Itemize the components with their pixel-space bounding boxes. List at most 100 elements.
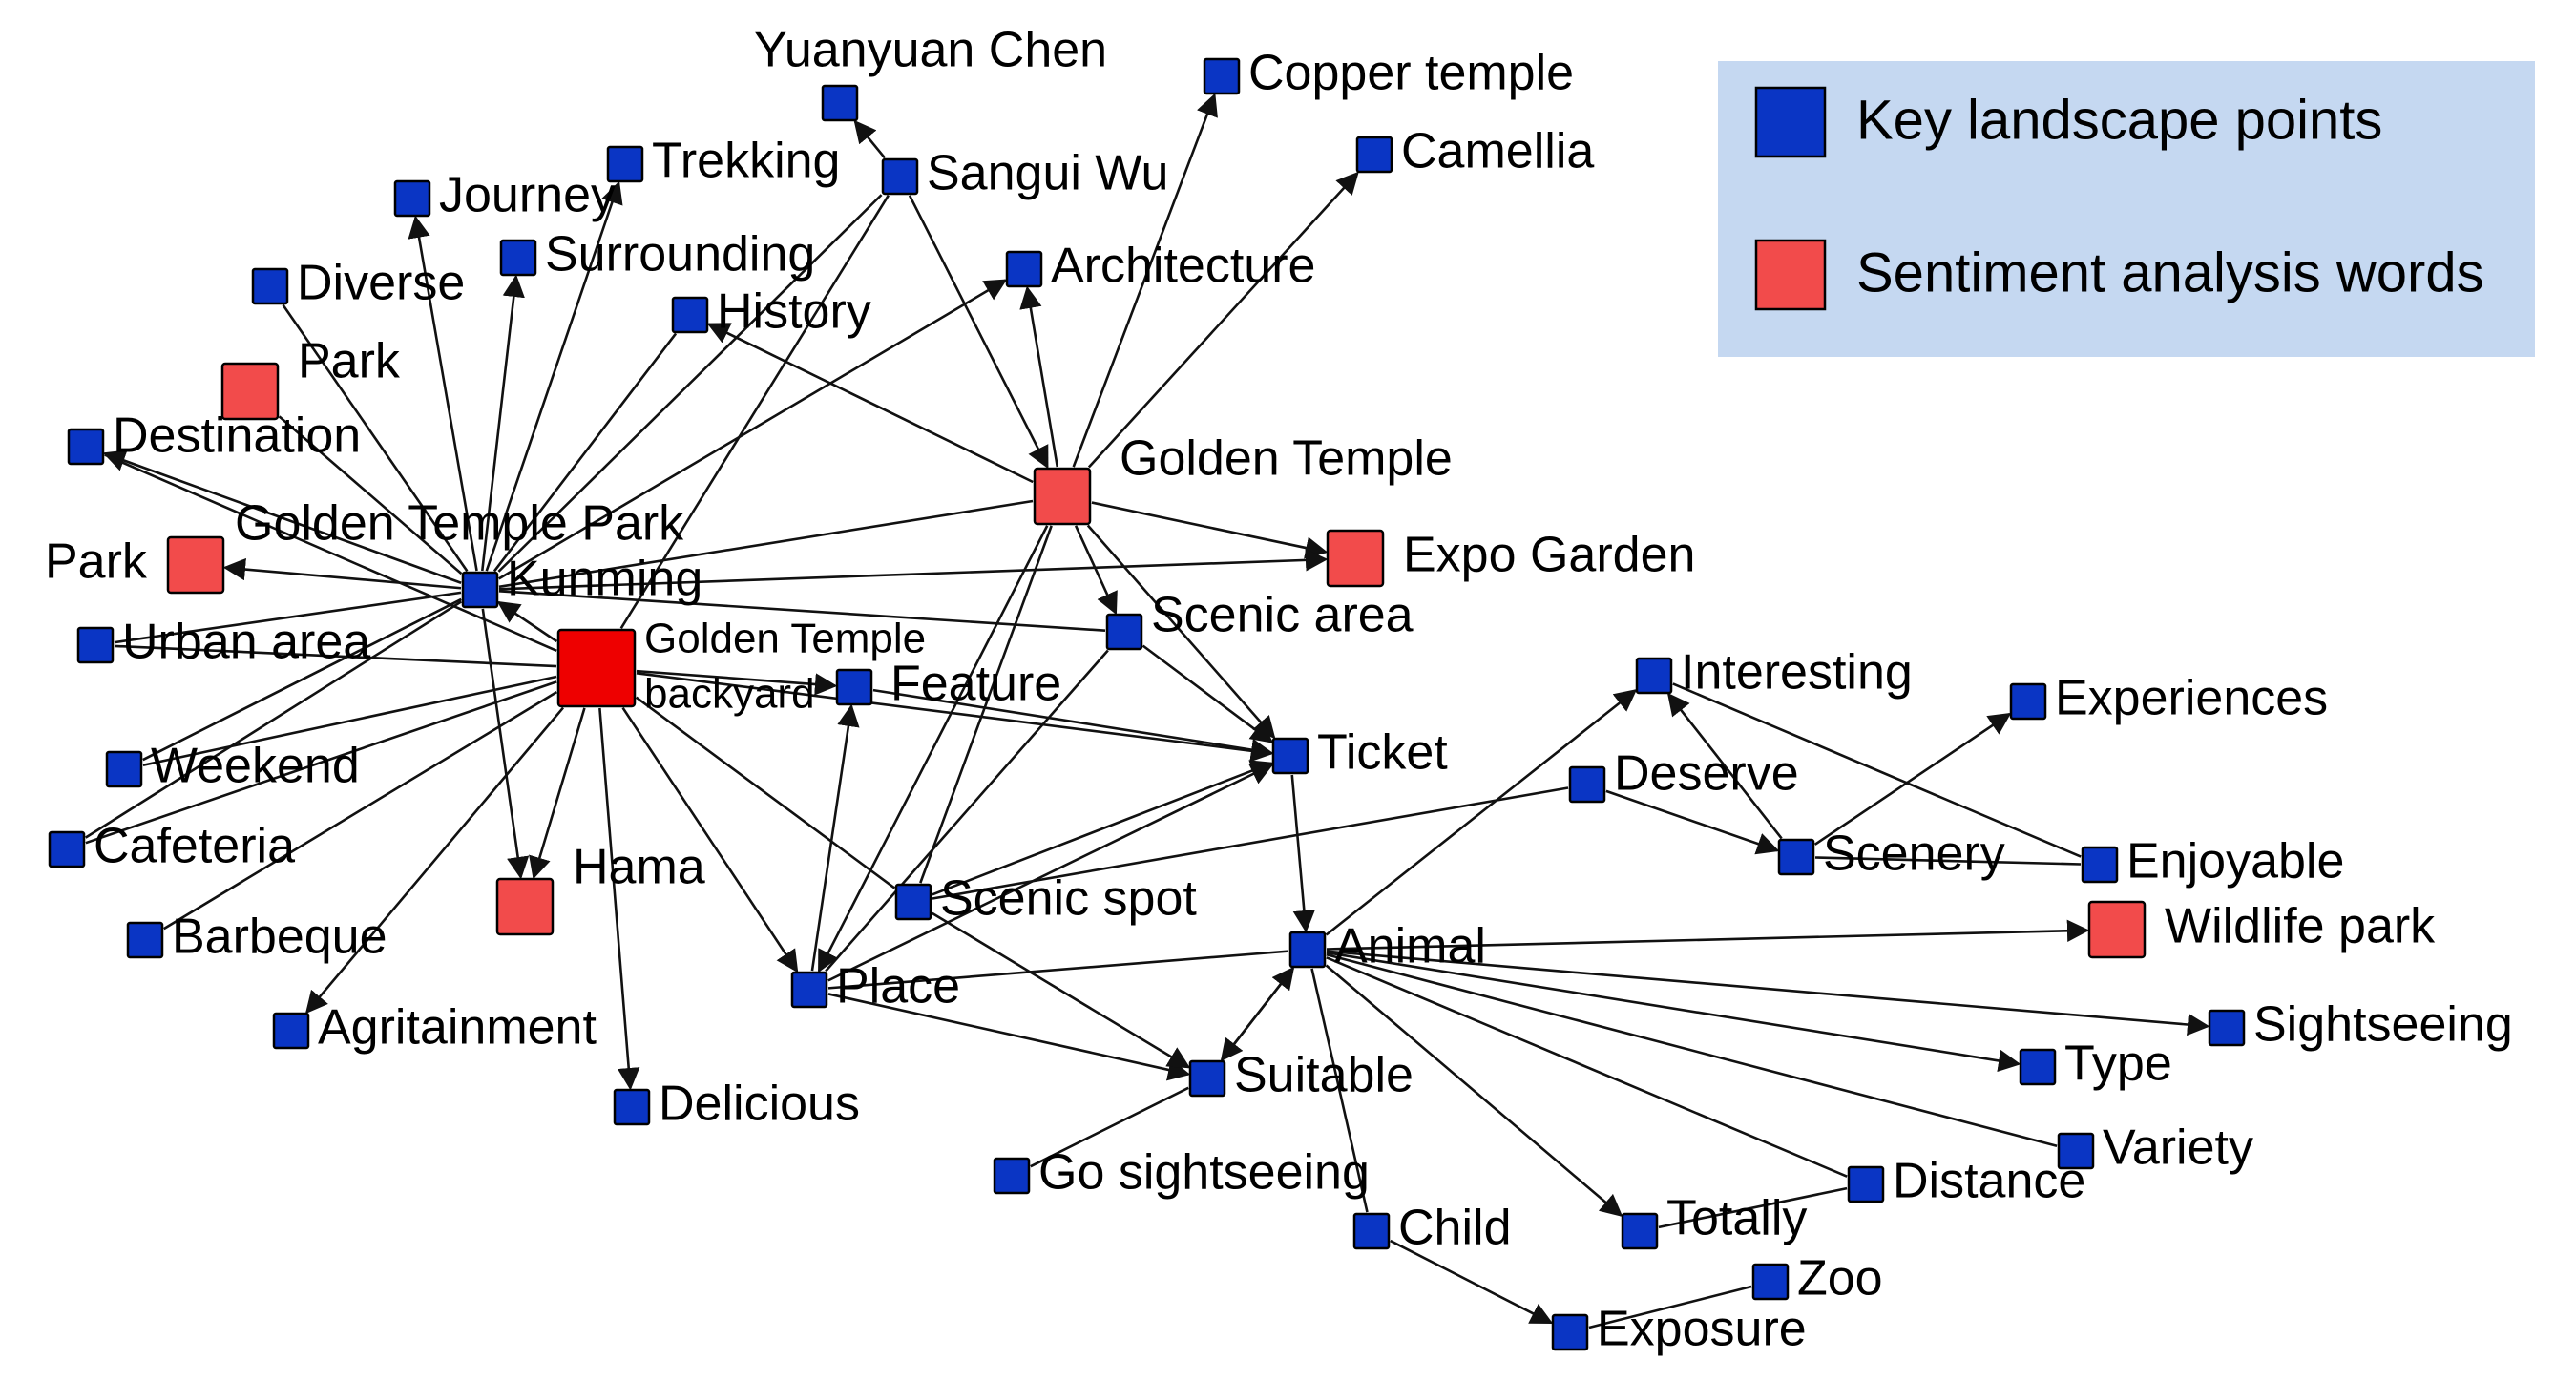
edge-kunming-to-destination	[102, 450, 462, 585]
edge-scenic_spot-to-ticket	[932, 760, 1274, 896]
node-marker-zoo	[1751, 1263, 1790, 1301]
edge-place-to-suitable	[827, 993, 1191, 1081]
node-marker-wildlife	[2087, 900, 2147, 959]
node-marker-sightseeing	[2208, 1009, 2246, 1047]
node-label-urban: Urban area	[122, 615, 370, 670]
edge-place-to-feature	[810, 703, 860, 972]
node-label-cafeteria: Cafeteria	[94, 819, 295, 874]
legend-key-label: Key landscape points	[1856, 89, 2382, 151]
edge-animal-to-variety	[1326, 952, 2058, 1148]
edge-scenic_spot-to-deserve	[932, 786, 1569, 900]
node-label-scenic-spot: Scenic spot	[940, 871, 1197, 927]
node-label-journey: Journey	[439, 168, 616, 223]
edge-sangui-to-golden_temple	[908, 195, 1049, 470]
node-zoo: Zoo	[1751, 1251, 1883, 1307]
edge-distance-to-totally	[1658, 1186, 1848, 1229]
edge-place-to-scenic_area	[825, 649, 1109, 973]
legend-key-swatch	[1754, 86, 1827, 158]
node-label-go-sightseeing: Go sightseeing	[1038, 1145, 1370, 1201]
node-label-sightseeing: Sightseeing	[2253, 997, 2513, 1053]
node-sightseeing: Sightseeing	[2208, 997, 2513, 1053]
edge-deserve-to-scenery	[1605, 789, 1780, 855]
node-wildlife: Wildlife park	[2087, 899, 2436, 959]
node-child: Child	[1352, 1201, 1512, 1256]
edge-animal-to-distance	[1326, 956, 1848, 1178]
node-feature: Feature	[835, 657, 1061, 712]
node-architecture: Architecture	[1005, 239, 1315, 294]
edge-backyard-to-cafeteria	[85, 680, 557, 845]
node-marker-park2	[166, 535, 225, 595]
edge-animal-to-sightseeing	[1326, 950, 2210, 1036]
node-label-deserve: Deserve	[1614, 746, 1799, 802]
node-marker-exposure	[1551, 1313, 1589, 1351]
edge-golden_temple-to-architecture	[1019, 285, 1059, 468]
node-sangui: Sangui Wu	[881, 146, 1168, 201]
node-marker-enjoyable	[2081, 846, 2119, 884]
node-scenic-spot: Scenic spot	[894, 871, 1197, 927]
edge-golden_temple-to-camellia	[1087, 171, 1359, 469]
edge-backyard-to-scenic_spot	[635, 696, 896, 889]
node-label-camellia: Camellia	[1401, 124, 1594, 179]
edge-sangui-to-backyard	[619, 195, 890, 629]
edge-kunming-to-journey	[408, 215, 478, 572]
node-experiences: Experiences	[2009, 671, 2328, 726]
node-totally: Totally	[1621, 1191, 1807, 1250]
edge-kunming-to-surrounding	[481, 274, 525, 572]
node-marker-copper	[1203, 57, 1241, 95]
node-park2: Park	[45, 534, 225, 595]
node-marker-totally	[1621, 1212, 1659, 1250]
node-label-experiences: Experiences	[2055, 671, 2328, 726]
legend-sentiment-swatch	[1754, 239, 1827, 311]
node-marker-agritainment	[272, 1012, 310, 1050]
edge-ticket-to-animal	[1290, 774, 1316, 933]
node-variety: Variety	[2057, 1120, 2253, 1176]
node-label-type: Type	[2064, 1036, 2172, 1092]
edge-kunming-to-cafeteria	[85, 600, 462, 839]
node-label-ticket: Ticket	[1317, 725, 1448, 781]
edge-animal-to-interesting	[1325, 689, 1638, 936]
node-marker-urban	[76, 626, 115, 664]
node-place: Place	[790, 959, 960, 1015]
edge-backyard-to-kunming	[496, 600, 558, 643]
node-marker-place	[790, 971, 828, 1009]
node-label-hama: Hama	[573, 840, 705, 895]
edge-place-to-animal	[827, 950, 1289, 990]
node-label-history: History	[717, 284, 871, 340]
node-journey: Journey	[393, 168, 616, 223]
node-gtp: Golden Temple Park	[235, 496, 684, 552]
edge-animal-to-totally	[1325, 964, 1623, 1217]
node-interesting: Interesting	[1635, 645, 1913, 701]
edge-backyard-to-delicious	[598, 707, 640, 1091]
edge-kunming-to-trekking	[485, 180, 623, 572]
node-marker-distance	[1847, 1165, 1885, 1203]
node-label-child: Child	[1398, 1201, 1512, 1256]
edge-scenery-to-enjoyable	[1814, 856, 2082, 866]
node-label-surrounding: Surrounding	[545, 227, 815, 282]
node-scenic-area: Scenic area	[1105, 588, 1414, 651]
node-agritainment: Agritainment	[272, 1000, 597, 1056]
node-marker-backyard	[556, 628, 637, 708]
node-marker-child	[1352, 1212, 1391, 1250]
edge-scenery-to-experiences	[1813, 712, 2012, 846]
node-distance: Distance	[1847, 1154, 2085, 1209]
edge-backyard-to-agritainment	[304, 706, 565, 1015]
edge-golden_temple-to-scenic_spot	[919, 525, 1053, 884]
node-marker-hama	[495, 877, 555, 936]
node-label-animal: Animal	[1334, 919, 1486, 974]
edge-backyard-to-destination	[104, 453, 557, 653]
node-label-barbeque: Barbeque	[172, 910, 387, 965]
node-animal: Animal	[1288, 919, 1486, 974]
node-golden-temple: Golden Temple	[1033, 431, 1453, 526]
node-suitable: Suitable	[1188, 1048, 1414, 1103]
node-marker-deserve	[1568, 765, 1606, 804]
node-scenery: Scenery	[1777, 827, 2005, 882]
edge-sangui-to-yuanyuan	[853, 119, 887, 159]
node-marker-golden-temple	[1033, 467, 1092, 526]
edge-golden_temple-to-place	[817, 525, 1049, 973]
edge-golden_temple-to-expo	[1091, 501, 1329, 559]
edges-layer	[85, 93, 2210, 1329]
node-label-variety: Variety	[2103, 1120, 2253, 1176]
node-marker-kunming	[461, 571, 499, 609]
